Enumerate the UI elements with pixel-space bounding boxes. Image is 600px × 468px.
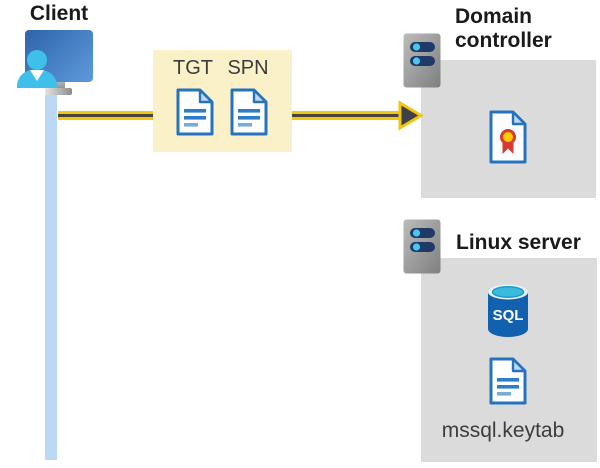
monitor-stand-base [45,88,72,95]
tgt-label: TGT [173,57,213,79]
linux-server-icon [403,219,441,274]
ticket-highlight-box [153,50,292,152]
certificate-icon [489,110,527,164]
monitor-stand-neck [53,80,65,90]
spn-label: SPN [227,57,269,79]
tgt-document-icon [176,88,214,136]
spn-document-icon [230,88,268,136]
client-lifeline [45,95,57,460]
person-neckline [30,70,44,81]
linux-server-label: Linux server [456,231,581,254]
domain-controller-server-icon [403,33,441,88]
sql-database-icon: SQL [488,284,528,337]
person-icon [27,50,47,70]
domain-controller-label: Domain controller [455,5,552,52]
client-label: Client [29,2,89,25]
sql-badge-text: SQL [493,307,524,324]
keytab-filename-label: mssql.keytab [441,419,565,442]
keytab-document-icon [489,357,527,405]
person-body-icon [17,70,57,88]
